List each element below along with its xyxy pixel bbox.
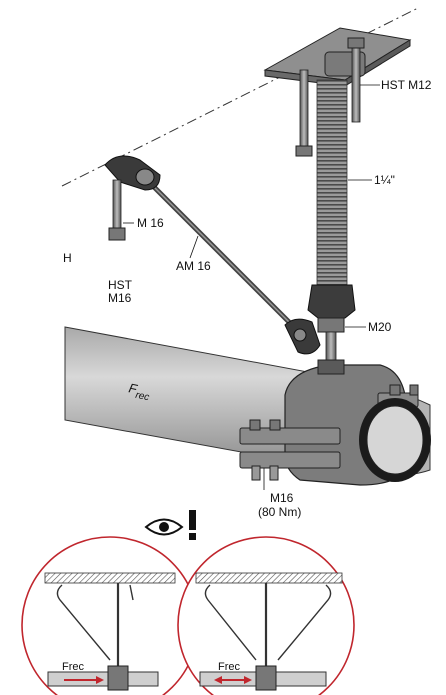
label-torque: (80 Nm): [258, 505, 301, 519]
pipe-clamp: [239, 364, 431, 486]
label-hst: HST: [108, 278, 133, 292]
eye-icon: [144, 518, 184, 536]
anchor-bolt-right: [347, 37, 365, 123]
label-frec-main: Frec: [127, 380, 152, 403]
detail-circle-right: Frec: [177, 536, 355, 695]
detail-circle-left: Frec: [21, 536, 199, 695]
brace-pipe-connector: [284, 318, 321, 355]
anchor-bolt-left: [295, 69, 313, 157]
label-h: H: [63, 251, 72, 265]
leader-lines: [123, 84, 380, 490]
exclamation-icon: [189, 510, 196, 540]
label-m20: M20: [368, 320, 392, 334]
label-am16: AM 16: [176, 259, 211, 273]
label-frec-left: Frec: [62, 661, 85, 673]
vertical-corrugated-pipe: [307, 79, 356, 375]
label-m16-hst: M16: [108, 291, 132, 305]
label-pipe-size: 1¼": [374, 173, 395, 187]
brace-anchor-bracket: [104, 155, 161, 241]
label-frec-right: Frec: [218, 661, 241, 673]
label-m16-bottom: M16: [270, 491, 294, 505]
label-hst-m12: HST M12: [381, 78, 432, 92]
diagonal-brace-rod: [143, 176, 302, 335]
label-m16-anchor: M 16: [137, 216, 164, 230]
